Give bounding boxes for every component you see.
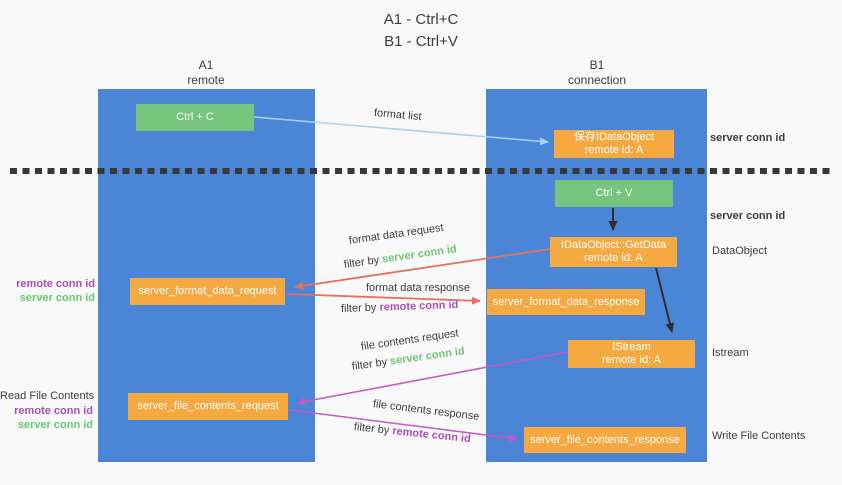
file-request-label: server_file_contents_request [137, 400, 279, 412]
title-line-2: B1 - Ctrl+V [384, 33, 458, 50]
file-contents-response-label: file contents response [372, 398, 480, 423]
save-idataobject-box: 保存IDataObject remote id: A [554, 130, 674, 158]
lane-a1-role: remote [187, 73, 225, 87]
lane-header-a1: A1 remote [156, 58, 256, 88]
save-idataobject-line2: remote id: A [584, 144, 644, 156]
read-file-contents-label: Read File Contents [0, 390, 95, 402]
filter-by-text: filter by [340, 301, 380, 315]
filter-by-text: filter by [351, 355, 391, 373]
format-list-label: format list [373, 107, 423, 124]
file-response-label: server_file_contents_response [530, 433, 680, 446]
lane-b1-role: connection [567, 73, 627, 87]
format-data-response-filter-label: filter by remote conn id [341, 299, 459, 315]
ctrl-v-label: Ctrl + V [595, 187, 633, 199]
remote-conn-id-text: remote conn id [391, 425, 472, 446]
format-data-request-label: format data request [348, 221, 445, 247]
istream-side-label: Istream [712, 347, 749, 359]
format-response-label: server_format_data_response [492, 295, 640, 308]
ctrl-v-box: Ctrl + V [555, 180, 673, 207]
lane-b1-name: B1 [589, 58, 605, 72]
file-response-box: server_file_contents_response [524, 427, 686, 453]
filter-by-text: filter by [353, 421, 393, 437]
format-response-box: server_format_data_response [487, 289, 645, 315]
ctrl-c-box: Ctrl + C [136, 104, 254, 131]
lane-a1-name: A1 [198, 58, 214, 72]
ctrl-c-label: Ctrl + C [176, 111, 214, 123]
server-conn-id-text: server conn id [381, 243, 458, 266]
getdata-box: IDataObject::GetData remote id: A [550, 237, 677, 267]
server-conn-id-left-bottom: server conn id [17, 419, 93, 431]
title-line-1: A1 - Ctrl+C [383, 11, 459, 28]
getdata-line1: IDataObject::GetData [560, 239, 667, 251]
istream-box: IStream remote id: A [568, 340, 695, 368]
file-request-box: server_file_contents_request [128, 393, 288, 420]
remote-conn-id-text: remote conn id [379, 298, 459, 314]
format-request-label: server_format_data_request [138, 285, 277, 297]
format-data-request-filter-label: filter by server conn id [343, 243, 457, 271]
dotted-divider [10, 168, 832, 174]
remote-conn-id-left-bottom: remote conn id [14, 405, 93, 417]
diagram-title: A1 - Ctrl+C B1 - Ctrl+V [0, 9, 842, 53]
istream-line2: remote id: A [602, 354, 661, 366]
format-data-response-label: format data response [366, 282, 470, 294]
conn-id-stack-top: remote conn id server conn id [0, 277, 95, 305]
format-request-box: server_format_data_request [130, 278, 285, 305]
save-idataobject-line1: 保存IDataObject [573, 131, 655, 143]
server-conn-id-text: server conn id [389, 345, 466, 368]
filter-by-text: filter by [343, 253, 383, 271]
server-conn-id-right-top: server conn id [710, 132, 786, 144]
conn-id-stack-bottom: remote conn id server conn id [0, 404, 93, 432]
file-contents-response-filter-label: filter by remote conn id [353, 421, 471, 445]
remote-conn-id-left-top: remote conn id [16, 278, 95, 290]
istream-line1: IStream [612, 341, 651, 353]
server-conn-id-right-mid: server conn id [710, 210, 786, 222]
lane-header-b1: B1 connection [547, 58, 647, 88]
dataobject-label: DataObject [712, 245, 768, 257]
write-file-contents-label: Write File Contents [712, 430, 806, 442]
server-conn-id-left-top: server conn id [19, 292, 95, 304]
getdata-line2: remote id: A [584, 252, 643, 264]
